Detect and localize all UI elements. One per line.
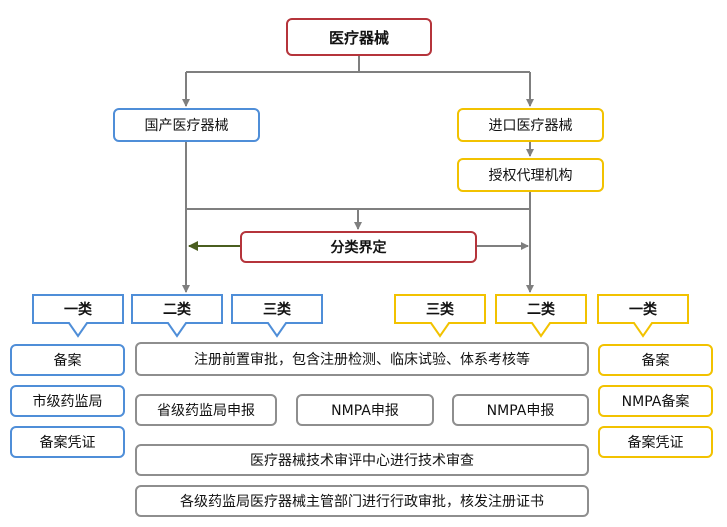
down-arrow-shape-icon (597, 294, 689, 338)
nmpa-submission-box-2: NMPA申报 (452, 394, 589, 426)
down-arrow-shape-icon (131, 294, 223, 338)
down-arrow-shape-icon (231, 294, 323, 338)
class-label: 一类 (64, 302, 92, 318)
imported-devices-node: 进口医疗器械 (457, 108, 604, 142)
class-label: 二类 (163, 302, 191, 318)
right-nmpa-filing-box: NMPA备案 (598, 385, 713, 417)
class-label: 三类 (263, 302, 291, 318)
class-arrow-left-2: 二类 (131, 294, 223, 338)
class-label: 三类 (426, 302, 454, 318)
classification-node: 分类界定 (240, 231, 477, 263)
provincial-submission-box: 省级药监局申报 (135, 394, 277, 426)
class-arrow-right-1: 三类 (394, 294, 486, 338)
left-city-bureau-box: 市级药监局 (10, 385, 125, 417)
pre-registration-box: 注册前置审批，包含注册检测、临床试验、体系考核等 (135, 342, 589, 376)
class-arrow-right-2: 二类 (495, 294, 587, 338)
class-label: 二类 (527, 302, 555, 318)
class-arrow-left-3: 三类 (231, 294, 323, 338)
root-node-medical-devices: 医疗器械 (286, 18, 432, 56)
authorized-agent-node: 授权代理机构 (457, 158, 604, 192)
domestic-devices-node: 国产医疗器械 (113, 108, 260, 142)
nmpa-submission-box-1: NMPA申报 (296, 394, 434, 426)
down-arrow-shape-icon (495, 294, 587, 338)
class-arrow-left-1: 一类 (32, 294, 124, 338)
down-arrow-shape-icon (32, 294, 124, 338)
left-filing-certificate-box: 备案凭证 (10, 426, 125, 458)
down-arrow-shape-icon (394, 294, 486, 338)
class-arrow-right-3: 一类 (597, 294, 689, 338)
left-filing-box: 备案 (10, 344, 125, 376)
right-filing-certificate-box: 备案凭证 (598, 426, 713, 458)
administrative-approval-box: 各级药监局医疗器械主管部门进行行政审批，核发注册证书 (135, 485, 589, 517)
technical-review-box: 医疗器械技术审评中心进行技术审查 (135, 444, 589, 476)
right-filing-box: 备案 (598, 344, 713, 376)
class-label: 一类 (629, 302, 657, 318)
